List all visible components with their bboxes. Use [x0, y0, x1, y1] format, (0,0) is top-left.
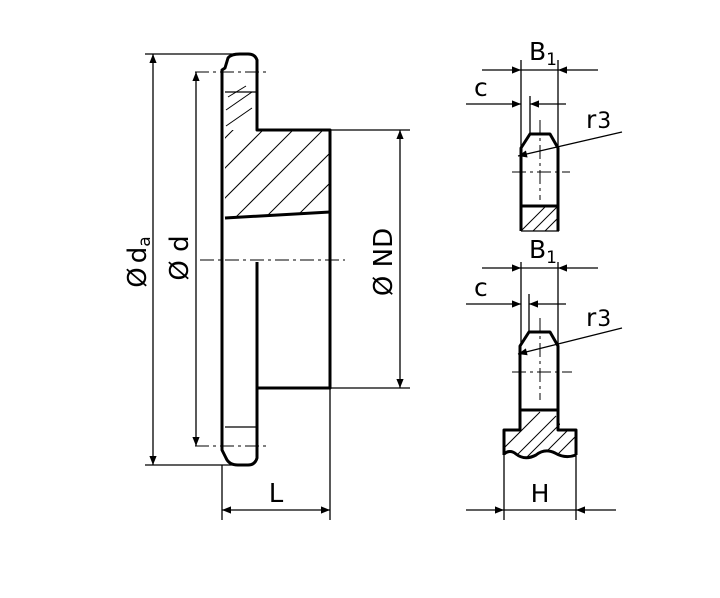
- c-label-bottom: c: [474, 273, 488, 302]
- root-hatching-top: [521, 206, 559, 231]
- tooth-profile-bottom: B1 c r3 H: [466, 235, 623, 520]
- c-label-top: c: [474, 73, 488, 102]
- h-label-bottom: H: [531, 479, 550, 508]
- r3-label-bottom: r3: [586, 303, 611, 332]
- break-line-bottom: [503, 449, 577, 460]
- sprocket-section-view: Øda Ø d Ø ND L: [123, 52, 410, 520]
- hub-section-hatching: [225, 130, 330, 218]
- hub-diameter-label: Ø ND: [369, 228, 399, 296]
- b1-label-bottom: B1: [529, 235, 557, 268]
- pitch-diameter-label: Ø d: [165, 235, 195, 280]
- b1-label-top: B1: [529, 37, 557, 70]
- hub-length-label: L: [269, 479, 284, 509]
- tip-diameter-label: Øda: [123, 236, 155, 287]
- tooth-profile-top: B1 c r3: [466, 37, 623, 232]
- bore-line: [224, 210, 331, 220]
- r3-label-top: r3: [586, 105, 611, 134]
